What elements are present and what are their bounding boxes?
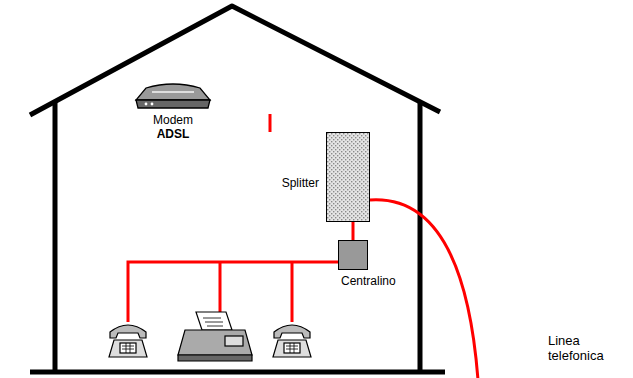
fax-icon <box>178 312 252 361</box>
device-label: Modem <box>132 114 214 128</box>
modem-device: ModemADSL <box>132 80 214 142</box>
splitter-box: Splitter <box>326 132 370 222</box>
left-wall <box>53 102 58 372</box>
device-label: ADSL <box>132 128 214 142</box>
phone-line <box>370 200 478 378</box>
roof <box>30 6 440 115</box>
cable-connector <box>270 114 271 132</box>
switchboard-box: Centralino <box>338 240 368 270</box>
modem-icon <box>132 80 214 114</box>
device-label: Centralino <box>341 275 396 289</box>
right-wall <box>418 102 423 372</box>
cable-connector <box>353 222 354 240</box>
device-label: Splitter <box>282 177 319 191</box>
splitter-texture <box>327 133 369 221</box>
telephone-icon <box>273 325 311 357</box>
floor <box>30 370 445 375</box>
internal-wiring <box>128 262 338 322</box>
line-label: Linea telefonica <box>548 334 628 364</box>
telephone-icon <box>109 325 147 357</box>
